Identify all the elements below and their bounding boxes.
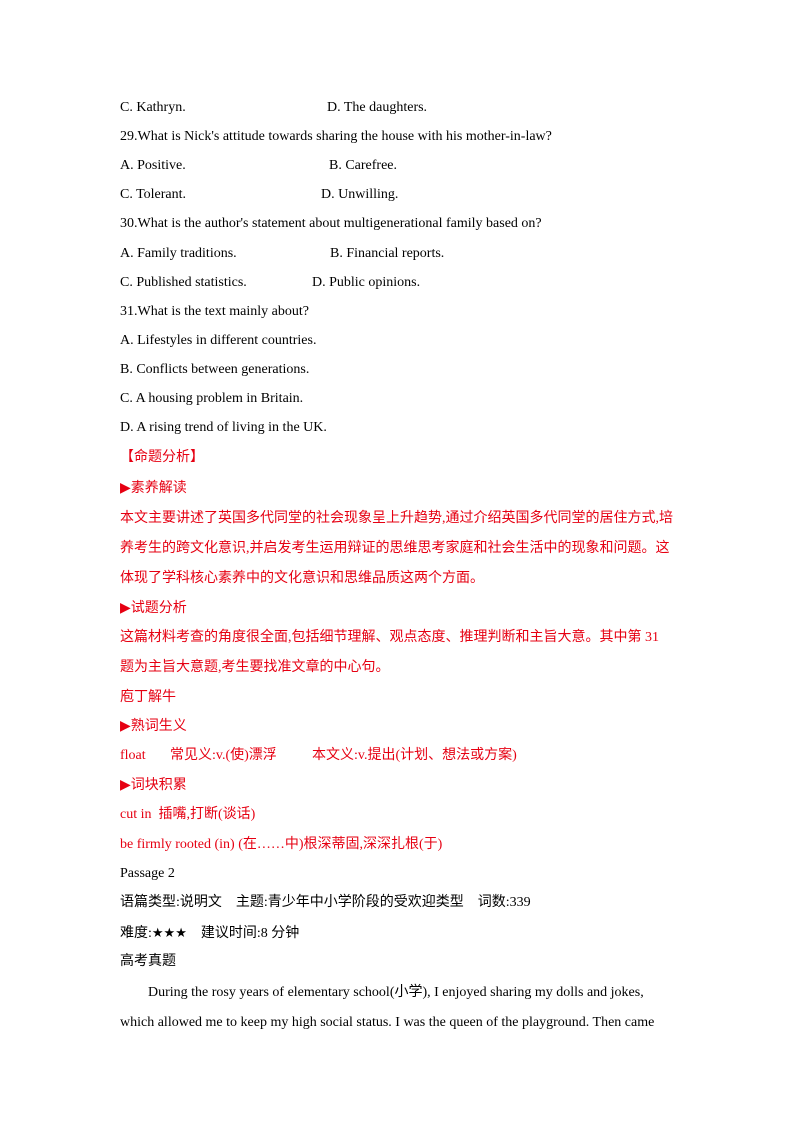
q31-option-b: B. Conflicts between generations. — [120, 362, 310, 377]
option-d: D. Public opinions. — [312, 275, 421, 290]
paragraph-line-1: During the rosy years of elementary scho… — [148, 985, 644, 1000]
option-d: D. Unwilling. — [321, 187, 399, 202]
question-29: 29.What is Nick's attitude towards shari… — [120, 129, 552, 144]
difficulty-stars: ★★★ — [151, 925, 187, 940]
chunk-heading: ▶词块积累 — [120, 778, 187, 793]
option-c: C. Tolerant. — [120, 187, 187, 202]
question-analysis-line-2: 题为主旨大意题,考生要找准文章的中心句。 — [120, 660, 390, 675]
passage-title: Passage 2 — [120, 866, 175, 881]
q29-options-cd: C. Tolerant. D. Unwilling. — [120, 185, 398, 205]
analysis-heading: 【命题分析】 — [120, 450, 204, 465]
option-b: B. Carefree. — [329, 158, 398, 173]
word-meaning-row: float 常见义:v.(使)漂浮 本文义:v.提出(计划、想法或方案) — [120, 746, 517, 766]
suggested-time: 建议时间:8 分钟 — [200, 926, 300, 941]
chunk-term: be firmly rooted (in) — [120, 837, 235, 852]
question-analysis-line-1: 这篇材料考查的角度很全面,包括细节理解、观点态度、推理判断和主旨大意。其中第 3… — [120, 630, 659, 645]
word-common-meaning: 常见义:v.(使)漂浮 — [170, 748, 277, 763]
chunk-definition: (在……中)根深蒂固,深深扎根(于) — [238, 837, 443, 852]
q30-options-ab: A. Family traditions. B. Financial report… — [120, 244, 444, 264]
option-a: A. Family traditions. — [120, 246, 237, 261]
paoding-heading: 庖丁解牛 — [120, 690, 176, 705]
q31-option-a: A. Lifestyles in different countries. — [120, 333, 317, 348]
option-d: D. The daughters. — [327, 100, 428, 115]
paragraph-line-2: which allowed me to keep my high social … — [120, 1015, 655, 1030]
passage-difficulty-row: 难度:★★★ 建议时间:8 分钟 — [120, 923, 299, 944]
literacy-line-2: 养考生的跨文化意识,并启发考生运用辩证的思维思考家庭和社会生活中的现象和问题。这 — [120, 541, 670, 556]
option-b: B. Financial reports. — [330, 246, 445, 261]
option-c: C. Kathryn. — [120, 100, 186, 115]
literacy-line-1: 本文主要讲述了英国多代同堂的社会现象呈上升趋势,通过介绍英国多代同堂的居住方式,… — [120, 511, 673, 526]
word-context-meaning: 本文义:v.提出(计划、想法或方案) — [312, 748, 517, 763]
question-30: 30.What is the author's statement about … — [120, 216, 542, 231]
chunk-row-1: cut in 插嘴,打断(谈话) — [120, 805, 255, 825]
question-31: 31.What is the text mainly about? — [120, 304, 309, 319]
q28-options-cd: C. Kathryn. D. The daughters. — [120, 98, 427, 118]
chunk-definition: 插嘴,打断(谈话) — [158, 807, 256, 822]
chunk-row-2: be firmly rooted (in) (在……中)根深蒂固,深深扎根(于) — [120, 835, 442, 855]
word-term: float — [120, 748, 146, 763]
passage-info: 语篇类型:说明文 主题:青少年中小学阶段的受欢迎类型 词数:339 — [120, 895, 531, 910]
option-c: C. Published statistics. — [120, 275, 247, 290]
chunk-term: cut in — [120, 807, 152, 822]
q30-options-cd: C. Published statistics. D. Public opinio… — [120, 273, 420, 293]
literacy-heading: ▶素养解读 — [120, 481, 187, 496]
question-analysis-heading: ▶试题分析 — [120, 601, 187, 616]
gaokao-label: 高考真题 — [120, 954, 176, 969]
difficulty-label: 难度: — [120, 926, 152, 941]
q31-option-d: D. A rising trend of living in the UK. — [120, 420, 327, 435]
literacy-line-3: 体现了学科核心素养中的文化意识和思维品质这两个方面。 — [120, 571, 484, 586]
q31-option-c: C. A housing problem in Britain. — [120, 391, 304, 406]
option-a: A. Positive. — [120, 158, 186, 173]
q29-options-ab: A. Positive. B. Carefree. — [120, 156, 397, 176]
word-meaning-heading: ▶熟词生义 — [120, 719, 187, 734]
